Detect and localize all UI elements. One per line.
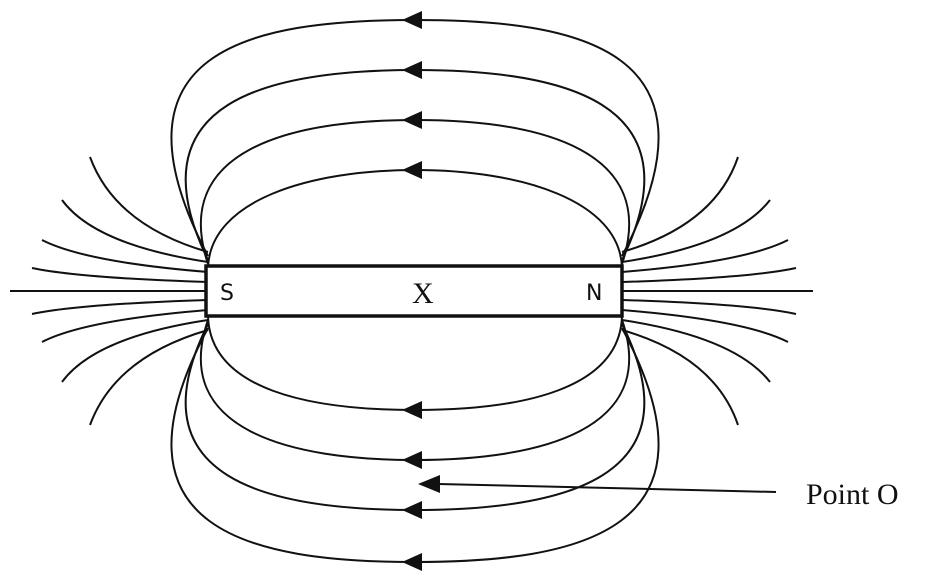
north-open-line-4 xyxy=(621,267,797,283)
lower-field-loops xyxy=(170,315,660,564)
upper-field-loops xyxy=(170,18,660,269)
arrow-upper-3 xyxy=(402,61,422,79)
point-o-pointer-arrowhead xyxy=(418,475,440,493)
south-open-field-lines xyxy=(31,156,209,426)
north-open-line-1 xyxy=(621,156,739,253)
north-open-line-5 xyxy=(621,299,797,315)
north-open-line-3 xyxy=(621,239,789,273)
upper-loop-4 xyxy=(170,18,660,257)
center-point-label: X xyxy=(412,277,434,310)
arrow-lower-4 xyxy=(402,553,422,571)
lower-loop-2 xyxy=(200,319,630,462)
lower-loop-3 xyxy=(184,323,646,512)
south-open-line-3 xyxy=(41,239,209,273)
south-open-line-5 xyxy=(31,299,209,315)
south-open-line-1 xyxy=(89,156,209,253)
upper-loop-2 xyxy=(200,118,630,265)
north-open-line-7 xyxy=(621,319,771,383)
lower-loop-1 xyxy=(207,315,623,412)
point-o-pointer-line xyxy=(437,483,777,493)
arrow-lower-2 xyxy=(402,451,422,469)
south-open-line-2 xyxy=(61,199,209,263)
bar-magnet xyxy=(204,264,624,318)
south-open-line-6 xyxy=(41,309,209,343)
north-open-line-8 xyxy=(621,329,739,426)
north-open-line-2 xyxy=(621,199,771,263)
upper-loop-1 xyxy=(207,168,623,269)
south-pole-label: S xyxy=(220,281,234,306)
point-o-label: Point O xyxy=(806,478,899,511)
arrow-lower-1 xyxy=(402,401,422,419)
field-direction-arrows xyxy=(402,11,422,571)
arrow-upper-1 xyxy=(402,161,422,179)
south-open-line-7 xyxy=(61,319,209,383)
lower-loop-4 xyxy=(170,327,660,564)
north-open-field-lines xyxy=(621,156,797,426)
arrow-upper-2 xyxy=(402,111,422,129)
north-open-line-6 xyxy=(621,309,789,343)
arrow-lower-3 xyxy=(402,501,422,519)
south-open-line-8 xyxy=(89,329,209,426)
north-pole-label: N xyxy=(586,281,602,306)
south-open-line-4 xyxy=(31,267,209,283)
arrow-upper-4 xyxy=(402,11,422,29)
